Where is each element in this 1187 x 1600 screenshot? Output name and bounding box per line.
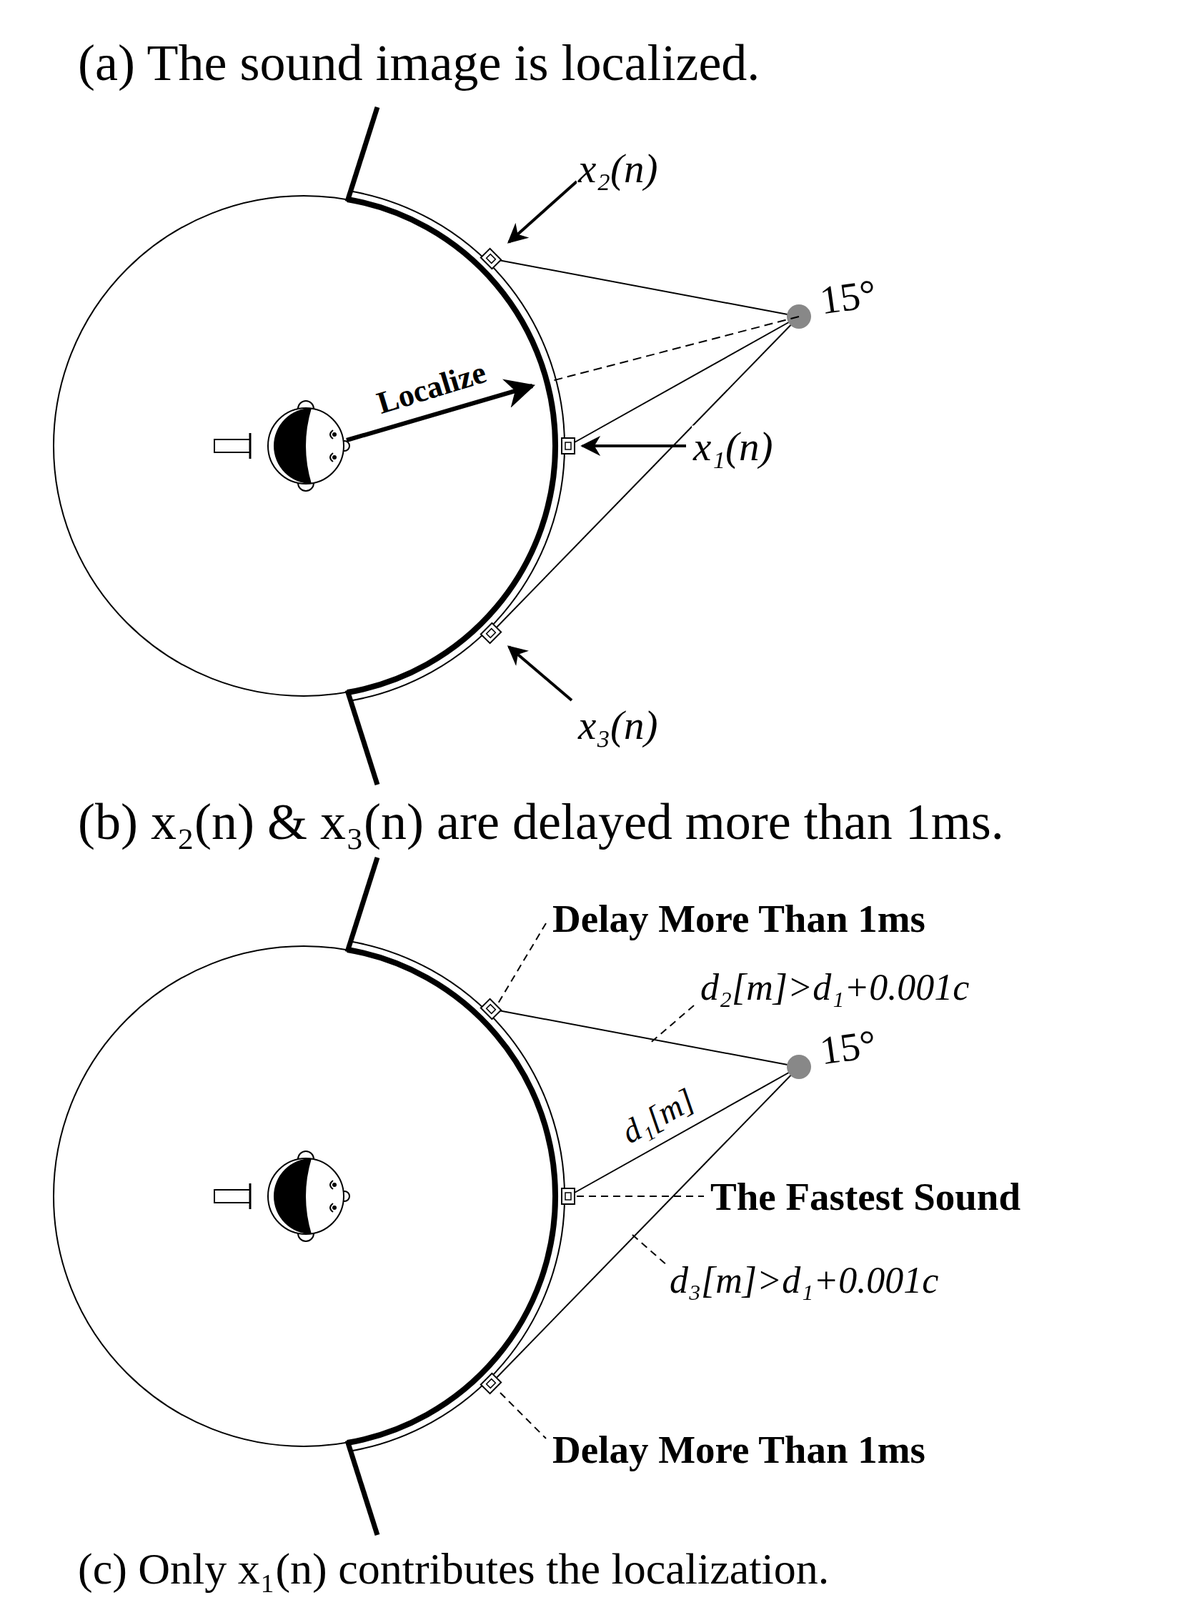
distance-label: d₁[m] — [615, 1082, 702, 1151]
distance-label: d₂[m]>d₁+0.001c — [698, 969, 971, 1007]
delay-note: Delay More Than 1ms — [550, 1429, 927, 1470]
delay-note: Delay More Than 1ms — [550, 899, 927, 939]
distance-label: d₃[m]>d₁+0.001c — [668, 1262, 940, 1300]
panel-caption: (c) Only x₁(n) contributes the localizat… — [76, 1546, 831, 1591]
signal-label: x₁(n) — [691, 425, 775, 467]
signal-label: x₂(n) — [576, 147, 660, 189]
panel-a-drawing — [53, 107, 812, 785]
direction-label: Localize — [372, 356, 491, 421]
direct-sound-note: The Fastest Sound — [708, 1176, 1022, 1217]
angle-label: 15° — [816, 272, 880, 321]
panel-title: (a) The sound image is localized. — [76, 37, 762, 89]
angle-label: 15° — [816, 1023, 880, 1072]
signal-label: x₃(n) — [576, 704, 660, 746]
panel-title: (b) x₂(n) & x₃(n) are delayed more than … — [76, 796, 1006, 848]
